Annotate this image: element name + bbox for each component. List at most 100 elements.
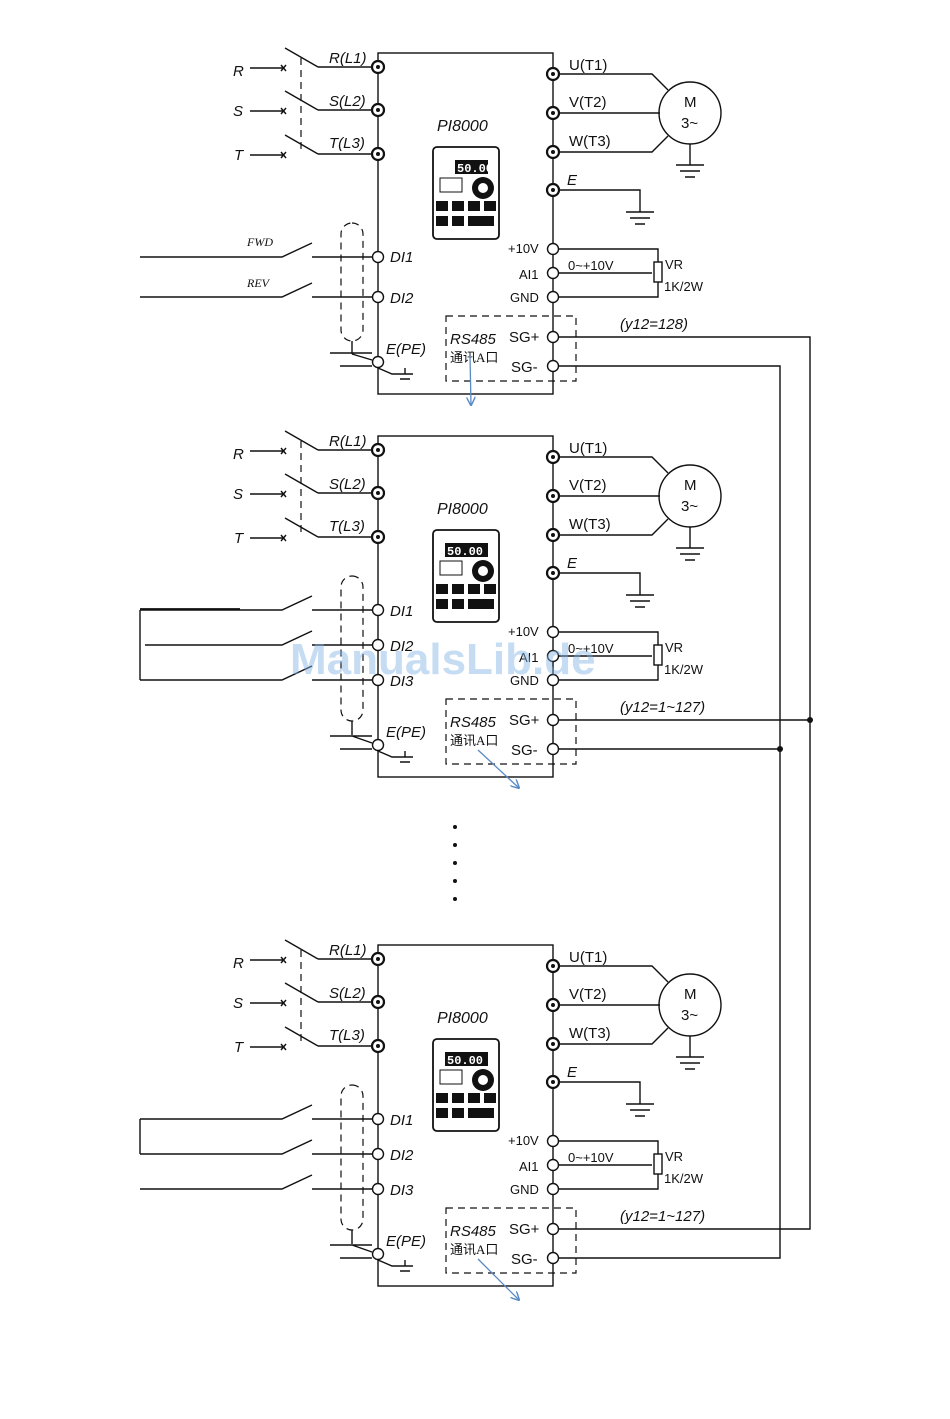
- terminal-s: S(L2): [329, 93, 366, 110]
- terminal-gnd: GND: [510, 290, 539, 305]
- terminal-v: V(T2): [569, 986, 607, 1003]
- terminal-di1: DI1: [390, 249, 413, 266]
- terminal-s: S(L2): [329, 476, 366, 493]
- terminal-t: T(L3): [329, 1027, 365, 1044]
- terminal-u: U(T1): [569, 949, 607, 966]
- rs485-label: RS485: [450, 331, 497, 348]
- ground-icon: [676, 1036, 704, 1070]
- potentiometer-symbol: [653, 261, 663, 283]
- motor-label: M: [684, 94, 697, 111]
- keypad-display: 50.00: [447, 545, 483, 559]
- ground-icon: [559, 572, 654, 608]
- rs485-label: RS485: [450, 1223, 497, 1240]
- vr-label: VR: [665, 640, 683, 655]
- input-r-label: R: [233, 446, 244, 463]
- keypad-panel: 50.00: [432, 146, 500, 240]
- terminal-sgm: SG-: [511, 359, 538, 376]
- vr-label: VR: [665, 257, 683, 272]
- rs485-box: [445, 698, 577, 765]
- ground-icon: [559, 1081, 654, 1117]
- motor-label: M: [684, 986, 697, 1003]
- terminal-10v: +10V: [508, 624, 539, 639]
- supply-inputs: R S T: [233, 47, 372, 164]
- vr-rating: 1K/2W: [664, 279, 704, 294]
- input-t-label: T: [234, 530, 245, 547]
- terminal-sgp: SG+: [509, 1221, 540, 1238]
- ground-icon: [676, 144, 704, 178]
- keypad-display: 50.00: [457, 162, 493, 176]
- input-t-label: T: [234, 147, 245, 164]
- rs485-port-label: 通讯A口: [450, 350, 498, 365]
- motor-phase: 3~: [681, 1007, 698, 1024]
- terminal-r: R(L1): [329, 433, 367, 450]
- drive-unit-2: PI8000 50.00 R S T R(L1) S(L2) T(L3): [139, 430, 722, 788]
- range-label: 0~+10V: [568, 1150, 614, 1165]
- input-s-label: S: [233, 486, 243, 503]
- terminal-e: E: [567, 172, 578, 189]
- terminal-di2: DI2: [390, 290, 414, 307]
- range-label: 0~+10V: [568, 258, 614, 273]
- input-r-label: R: [233, 955, 244, 972]
- terminal-ai1: AI1: [519, 1159, 539, 1174]
- address-label: (y12=128): [620, 316, 688, 333]
- terminal-ai1: AI1: [519, 650, 539, 665]
- motor-label: M: [684, 477, 697, 494]
- supply-inputs: R S T: [233, 939, 372, 1056]
- terminal-v: V(T2): [569, 94, 607, 111]
- address-label: (y12=1~127): [620, 699, 705, 716]
- input-s-label: S: [233, 995, 243, 1012]
- shield-symbol: [340, 222, 364, 342]
- terminal-pe: E(PE): [386, 1233, 426, 1250]
- drive-unit-1: PI8000 50.00 R S T R(L1) S(L2) T(L: [140, 47, 722, 405]
- input-r-label: R: [233, 63, 244, 80]
- ground-icon: [676, 527, 704, 561]
- terminal-e: E: [567, 555, 578, 572]
- terminal-sgm: SG-: [511, 1251, 538, 1268]
- motor-phase: 3~: [681, 115, 698, 132]
- watermark: ManualsLib.de: [290, 635, 596, 684]
- address-label: (y12=1~127): [620, 1208, 705, 1225]
- terminal-w: W(T3): [569, 516, 611, 533]
- terminal-gnd: GND: [510, 673, 539, 688]
- model-label: PI8000: [437, 501, 488, 518]
- input-s-label: S: [233, 103, 243, 120]
- keypad-display: 50.00: [447, 1054, 483, 1068]
- drive-unit-3: PI8000 50.00 R S T R(L1) S(L2) T(L3): [139, 939, 722, 1300]
- ground-icon: [377, 750, 413, 763]
- terminal-di1: DI1: [390, 1112, 413, 1129]
- range-label: 0~+10V: [568, 641, 614, 656]
- terminal-10v: +10V: [508, 1133, 539, 1148]
- rs485-box: [445, 315, 577, 382]
- motor-phase: 3~: [681, 498, 698, 515]
- terminal-gnd: GND: [510, 1182, 539, 1197]
- keypad-panel: 50.00: [432, 1038, 500, 1132]
- potentiometer-symbol: [653, 1153, 663, 1175]
- ground-icon: [377, 1259, 413, 1272]
- terminal-r: R(L1): [329, 50, 367, 67]
- model-label: PI8000: [437, 1010, 488, 1027]
- ground-icon: [559, 189, 654, 225]
- terminal-di2: DI2: [390, 1147, 414, 1164]
- keypad-panel: 50.00: [432, 529, 500, 623]
- switch-fwd-label: FWD: [246, 235, 273, 249]
- input-t-label: T: [234, 1039, 245, 1056]
- terminal-s: S(L2): [329, 985, 366, 1002]
- model-label: PI8000: [437, 118, 488, 135]
- terminal-r: R(L1): [329, 942, 367, 959]
- vr-label: VR: [665, 1149, 683, 1164]
- terminal-pe: E(PE): [386, 724, 426, 741]
- rs485-label: RS485: [450, 714, 497, 731]
- motor-symbol: [658, 464, 722, 528]
- terminal-di3: DI3: [390, 673, 414, 690]
- terminal-ai1: AI1: [519, 267, 539, 282]
- terminal-t: T(L3): [329, 518, 365, 535]
- terminal-di3: DI3: [390, 1182, 414, 1199]
- terminal-w: W(T3): [569, 1025, 611, 1042]
- motor-symbol: [658, 973, 722, 1037]
- terminal-sgm: SG-: [511, 742, 538, 759]
- rs485-port-label: 通讯A口: [450, 1242, 498, 1257]
- terminal-t: T(L3): [329, 135, 365, 152]
- motor-symbol: [658, 81, 722, 145]
- ground-icon: [377, 367, 413, 380]
